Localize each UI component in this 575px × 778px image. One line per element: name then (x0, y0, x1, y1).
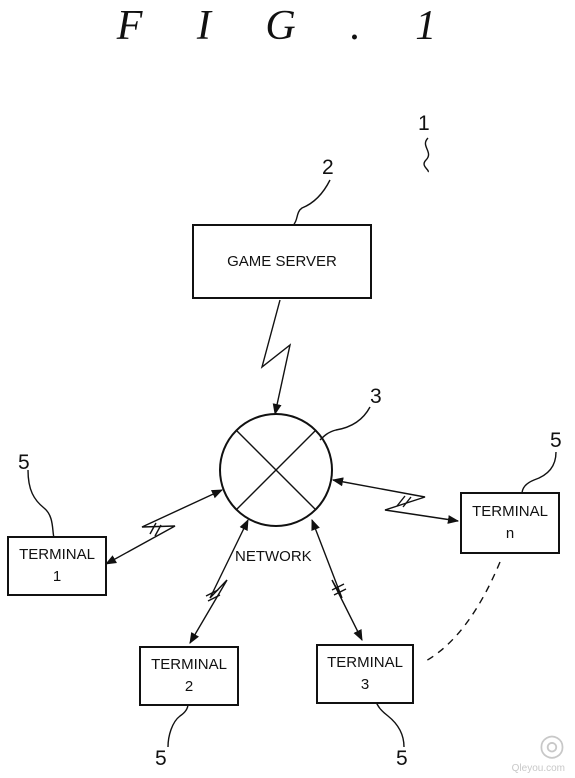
ref-terminal-3: 5 (396, 747, 408, 770)
terminal-1-box: TERMINAL 1 (7, 536, 107, 596)
network-cross-2 (235, 429, 317, 511)
leader-network (319, 406, 371, 441)
watermark-text: Qleyou.com (511, 763, 565, 774)
terminal-2-label: TERMINAL (151, 656, 227, 673)
watermark: ◎ Qleyou.com (512, 728, 565, 774)
break-mark-2b (207, 594, 221, 602)
break-mark-1a (149, 522, 157, 535)
terminal-n-label: TERMINAL (472, 503, 548, 520)
ref-system: 1 (418, 112, 430, 135)
terminal-continuation-dashes (423, 561, 501, 663)
leader-system (423, 137, 430, 173)
leader-server (293, 179, 331, 225)
leader-terminal-3 (375, 701, 405, 748)
terminal-n-box: TERMINAL n (460, 492, 560, 554)
break-mark-nb (402, 496, 412, 508)
server-link (260, 299, 292, 416)
link-terminal-3 (311, 518, 363, 642)
terminal-3-label: TERMINAL (327, 654, 403, 671)
ref-terminal-1: 5 (18, 451, 30, 474)
link-terminal-2 (189, 518, 249, 644)
break-mark-na (396, 495, 406, 507)
terminal-2-box: TERMINAL 2 (139, 646, 239, 706)
figure-title: F I G . 1 (116, 3, 459, 49)
link-terminal-1 (105, 489, 224, 565)
terminal-1-label: TERMINAL (19, 546, 95, 563)
network-label: NETWORK (235, 548, 312, 565)
break-mark-2a (205, 589, 219, 597)
terminal-2-id: 2 (184, 678, 194, 695)
link-terminal-n (331, 477, 460, 524)
terminal-3-id: 3 (360, 676, 370, 693)
break-mark-3b (333, 588, 347, 596)
game-server-box: GAME SERVER (192, 224, 372, 299)
terminal-1-id: 1 (52, 568, 62, 585)
break-mark-3a (331, 583, 345, 591)
ref-terminal-2: 5 (155, 747, 167, 770)
leader-terminal-n (521, 451, 557, 495)
leader-terminal-1 (27, 469, 55, 539)
leader-terminal-2 (167, 703, 189, 748)
ref-network: 3 (370, 385, 382, 408)
watermark-logo: ◎ (538, 729, 565, 762)
break-mark-1b (154, 524, 162, 537)
terminal-3-box: TERMINAL 3 (316, 644, 414, 704)
ref-server: 2 (322, 156, 334, 179)
terminal-n-id: n (505, 525, 515, 542)
game-server-label: GAME SERVER (227, 252, 337, 270)
ref-terminal-n: 5 (550, 429, 562, 452)
